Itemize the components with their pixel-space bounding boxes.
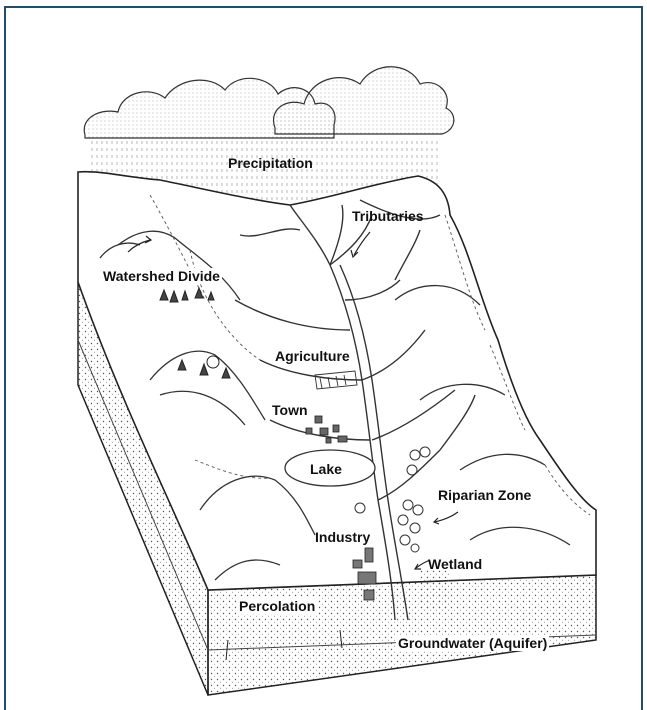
wetland-texture bbox=[420, 570, 450, 610]
label-wetland: Wetland bbox=[428, 556, 482, 572]
label-agriculture: Agriculture bbox=[275, 348, 350, 364]
label-industry: Industry bbox=[315, 529, 370, 545]
label-riparian-zone: Riparian Zone bbox=[436, 487, 533, 503]
label-percolation: Percolation bbox=[237, 598, 317, 614]
label-town: Town bbox=[272, 402, 308, 418]
label-watershed-divide: Watershed Divide bbox=[101, 268, 222, 284]
label-tributaries: Tributaries bbox=[352, 208, 424, 224]
cloud-group bbox=[84, 67, 454, 138]
label-groundwater: Groundwater (Aquifer) bbox=[396, 635, 549, 651]
label-lake: Lake bbox=[310, 461, 342, 477]
label-precipitation: Precipitation bbox=[228, 155, 313, 171]
